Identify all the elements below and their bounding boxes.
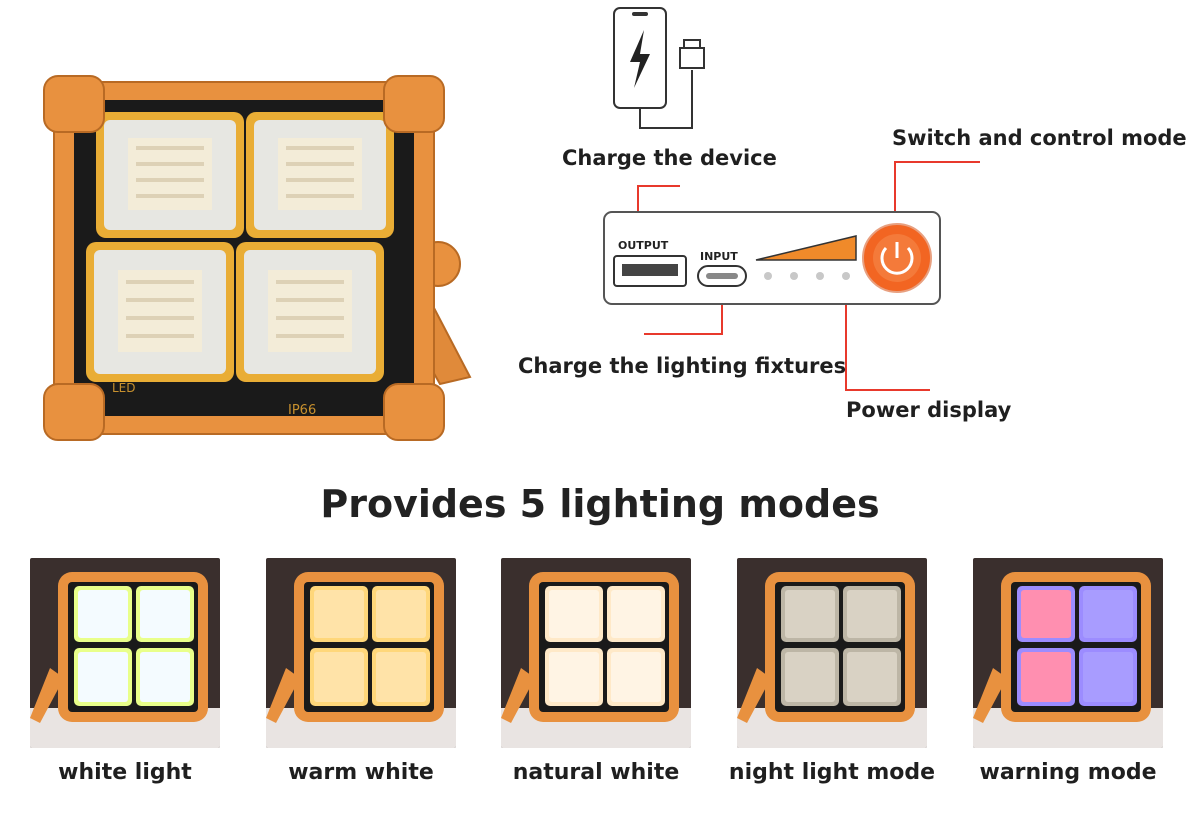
power-indicator-dot (816, 272, 824, 280)
mode-label-warm-white: warm white (288, 760, 434, 785)
lighting-modes-heading: Provides 5 lighting modes (320, 482, 880, 526)
input-label: INPUT (700, 250, 738, 263)
phone-charging-icon (613, 7, 705, 129)
power-level-wedge (755, 235, 857, 261)
mode-label-white-light: white light (58, 760, 192, 785)
mode-label-warning: warning mode (979, 760, 1157, 785)
mode-label-natural-white: natural white (512, 760, 680, 785)
led-stamp: LED (112, 381, 136, 395)
output-label: OUTPUT (618, 239, 669, 252)
mode-photo-night-light (737, 558, 927, 748)
mode-label-night-light: night light mode (728, 760, 936, 785)
charge-fixtures-label: Charge the lighting fixtures (518, 354, 847, 378)
power-display-label: Power display (846, 398, 1012, 422)
charge-device-label: Charge the device (562, 146, 777, 170)
ip66-stamp: IP66 (288, 403, 316, 418)
mode-photo-warm-white (266, 558, 456, 748)
floodlight-product-image: LED IP66 (43, 75, 472, 441)
control-panel-diagram: OUTPUT INPUT (603, 161, 980, 391)
mode-photo-natural-white (501, 558, 691, 748)
mode-photo-warning (973, 558, 1163, 748)
mode-photo-white-light (30, 558, 220, 748)
power-indicator-dot (764, 272, 772, 280)
switch-mode-label: Switch and control mode (892, 126, 1187, 150)
power-indicator-dot (842, 272, 850, 280)
power-indicator-dot (790, 272, 798, 280)
